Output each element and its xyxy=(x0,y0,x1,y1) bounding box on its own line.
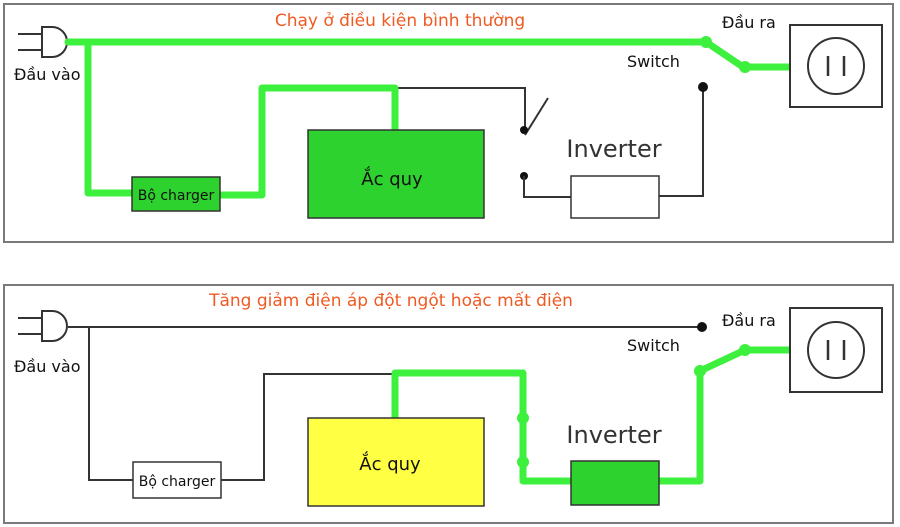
active-wire-battery-to-inverter-switch xyxy=(391,369,527,424)
input-label: Đầu vào xyxy=(14,357,81,376)
output-switch-blade xyxy=(702,38,747,71)
title-normal: Chạy ở điều kiện bình thường xyxy=(275,10,525,31)
charger-box xyxy=(131,176,221,212)
inverter-label: Inverter xyxy=(566,421,661,449)
wire-battery-to-inverter-switch xyxy=(395,87,526,130)
inverter-label: Inverter xyxy=(566,135,661,163)
outlet-icon xyxy=(789,307,883,393)
inverter-switch-blade xyxy=(524,97,549,136)
output-label: Đầu ra xyxy=(722,13,776,32)
title-outage: Tăng giảm điện áp đột ngột hoặc mất điện xyxy=(208,290,573,311)
plug-icon xyxy=(18,310,68,342)
output-switch-blade xyxy=(696,346,749,375)
inverter-box xyxy=(570,460,660,506)
active-wire-charger-to-battery xyxy=(215,84,399,199)
output-label: Đầu ra xyxy=(722,311,776,330)
battery-label: Ắc quy xyxy=(359,451,421,475)
battery-box xyxy=(307,417,485,507)
switch-label: Switch xyxy=(627,336,680,355)
charger-box xyxy=(132,461,222,499)
plug-icon xyxy=(18,26,68,58)
battery-box xyxy=(307,129,485,219)
charger-label: Bộ charger xyxy=(138,188,215,204)
diagram-normal: Chạy ở điều kiện bình thường Đầu vào Bộ … xyxy=(14,10,883,219)
active-wire-inverter-to-switch xyxy=(654,367,704,485)
wire-to-inverter xyxy=(523,176,571,198)
active-wire-to-inverter xyxy=(519,458,575,485)
diagram-outage: Tăng giảm điện áp đột ngột hoặc mất điện… xyxy=(14,290,883,507)
input-label: Đầu vào xyxy=(14,65,81,84)
wire-charger-to-battery xyxy=(220,373,395,481)
inverter-box xyxy=(570,175,660,219)
switch-label: Switch xyxy=(627,52,680,71)
charger-label: Bộ charger xyxy=(139,474,216,490)
wire-inverter-to-switch xyxy=(658,88,704,197)
wire-to-charger xyxy=(88,327,133,481)
active-wire-to-charger xyxy=(84,38,139,197)
battery-label: Ắc quy xyxy=(361,166,423,190)
outlet-icon xyxy=(789,24,883,108)
